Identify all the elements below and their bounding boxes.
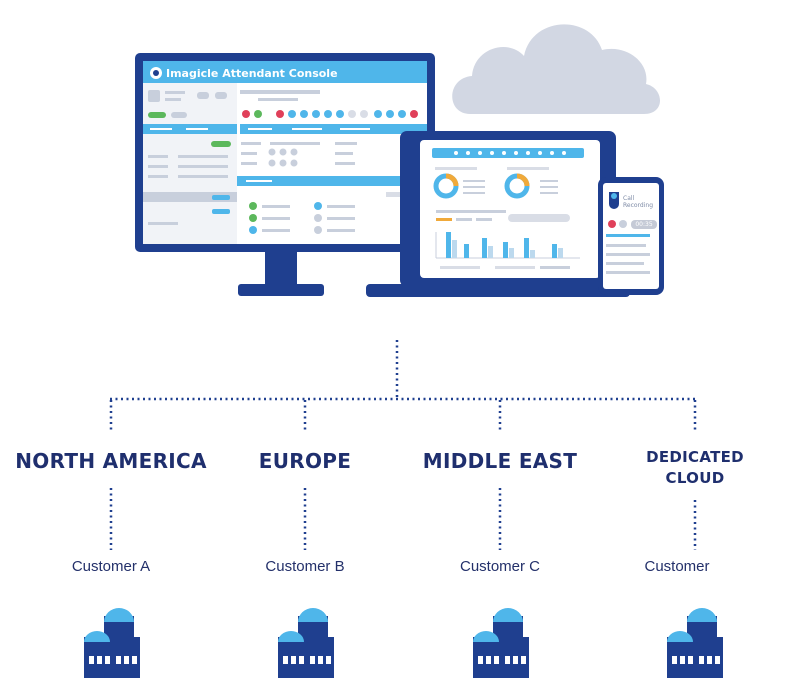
datacenter-building-icon [473,608,529,678]
datacenter-building-icon [278,608,334,678]
laptop-icon [366,131,630,297]
connector-lines [109,340,697,550]
datacenter-building-icon [84,608,140,678]
region-middle-east: MIDDLE EAST [422,449,578,473]
smartphone-icon [598,177,664,295]
region-north-america: NORTH AMERICA [15,449,207,473]
customer-c-label: Customer C [459,558,541,575]
customer-label: Customer [644,558,710,575]
call-toolbar [242,110,418,118]
datacenter-building-icon [667,608,723,678]
phone-timer-badge: 00:35 [631,220,657,229]
desktop-monitor-icon [135,53,435,296]
region-dedicated-cloud: DEDICATED CLOUD [646,448,744,487]
customer-b-label: Customer B [265,558,345,575]
app-window-title: Imagicle Attendant Console [166,67,338,80]
phone-call-recording-label: Call Recording [623,195,654,209]
region-europe: EUROPE [258,449,352,473]
cloud-icon [452,24,660,115]
customer-a-label: Customer A [71,558,151,575]
